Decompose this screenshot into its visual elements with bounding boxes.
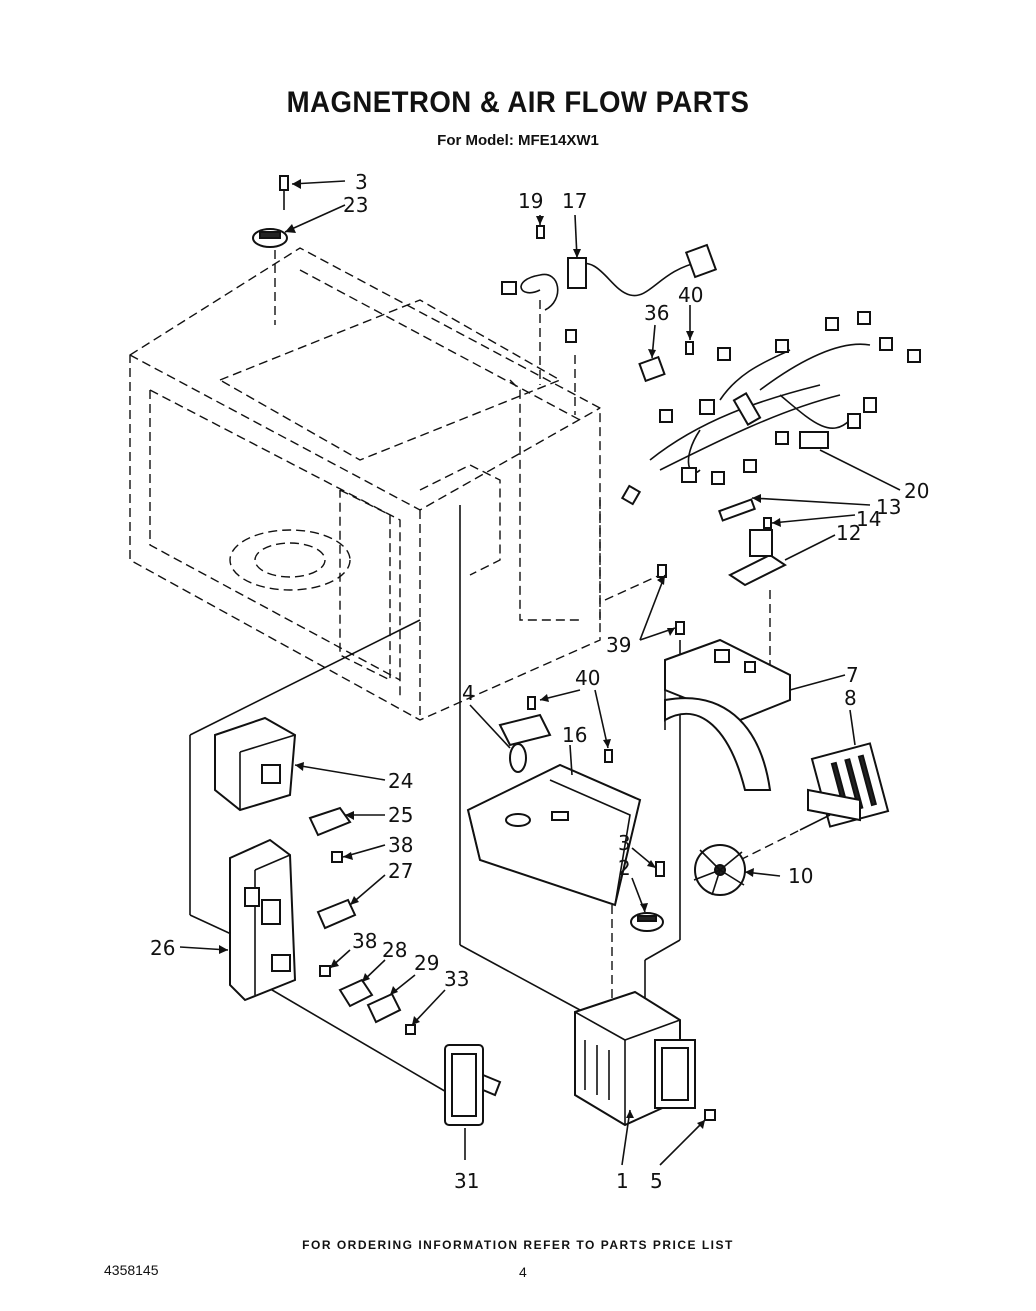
ordering-info-footer: FOR ORDERING INFORMATION REFER TO PARTS … — [302, 1238, 734, 1252]
callout-16: 16 — [562, 723, 587, 747]
callout-2: 2 — [618, 856, 631, 880]
callout-3-lower: 3 — [618, 831, 631, 855]
model-subtitle: For Model: MFE14XW1 — [437, 132, 599, 149]
waveguide-16 — [466, 763, 642, 907]
switch-29 — [366, 992, 402, 1024]
switch-bracket-24 — [214, 716, 297, 812]
fuse-holder-12 — [728, 517, 787, 587]
callout-3-top: 3 — [355, 170, 368, 194]
callout-arrowheads — [219, 179, 781, 1129]
callout-23: 23 — [343, 193, 368, 217]
screw-33 — [405, 1024, 416, 1035]
callout-5: 5 — [650, 1169, 663, 1193]
fuse-13 — [718, 498, 756, 522]
latch-assembly-26 — [229, 838, 297, 1002]
callout-24: 24 — [388, 769, 413, 793]
page-number: 4 — [519, 1264, 527, 1280]
document-number: 4358145 — [104, 1262, 159, 1278]
fuse-holder-36 — [638, 341, 694, 383]
callout-38-lower: 38 — [352, 929, 377, 953]
magnetron-1 — [574, 990, 716, 1127]
switch-28 — [338, 978, 374, 1008]
callout-1: 1 — [616, 1169, 629, 1193]
switch-27 — [316, 898, 357, 930]
callout-20: 20 — [904, 479, 929, 503]
oven-cavity — [129, 247, 601, 721]
thermostat-23 — [252, 175, 289, 325]
screw-38a — [331, 851, 343, 863]
callout-40-top: 40 — [678, 283, 703, 307]
callout-labels: 3 23 19 17 40 36 20 13 14 12 39 7 8 4 40… — [150, 170, 929, 1193]
fan-motor-8 — [799, 742, 890, 831]
callout-29: 29 — [414, 951, 439, 975]
callout-28: 28 — [382, 938, 407, 962]
guide-lines — [189, 300, 801, 1101]
wire-harness-20 — [620, 311, 921, 506]
callout-17: 17 — [562, 189, 587, 213]
callout-14: 14 — [856, 507, 881, 531]
air-duct-7 — [664, 638, 791, 791]
callout-25: 25 — [388, 803, 413, 827]
callout-31: 31 — [454, 1169, 479, 1193]
callout-12: 12 — [836, 521, 861, 545]
callout-39: 39 — [606, 633, 631, 657]
callout-33: 33 — [444, 967, 469, 991]
latch-lever-31 — [444, 1044, 502, 1126]
callout-40-middle: 40 — [575, 666, 600, 690]
lamp-4 — [498, 696, 613, 773]
screw-38b — [319, 965, 331, 977]
callout-7: 7 — [846, 663, 859, 687]
callout-38-upper: 38 — [388, 833, 413, 857]
callout-8: 8 — [844, 686, 857, 710]
screws-39 — [657, 564, 685, 635]
callout-26: 26 — [150, 936, 175, 960]
callout-13: 13 — [876, 495, 901, 519]
callout-4: 4 — [462, 681, 475, 705]
callout-19: 19 — [518, 189, 543, 213]
callout-10: 10 — [788, 864, 813, 888]
page-title: MAGNETRON & AIR FLOW PARTS — [286, 86, 750, 119]
callout-36: 36 — [644, 301, 669, 325]
switch-25 — [308, 806, 352, 837]
callout-27: 27 — [388, 859, 413, 883]
thermostat-2 — [630, 861, 665, 932]
fan-blade-10 — [693, 844, 746, 896]
power-cord-17 — [501, 225, 718, 343]
